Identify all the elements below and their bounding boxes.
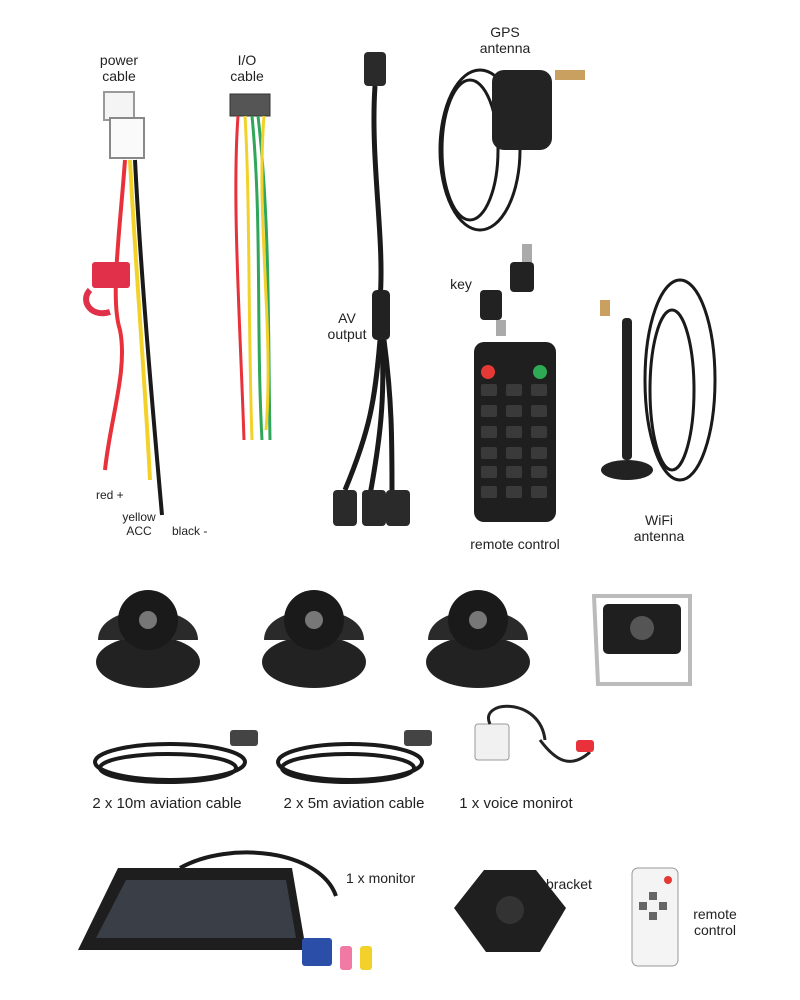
bracket-label: bracket (546, 876, 592, 892)
wifi-antenna-label: WiFi antenna (624, 512, 694, 544)
small-remote-label-line1: remote (693, 906, 737, 922)
gps-antenna-label: GPS antenna (475, 24, 535, 56)
black-wire-label: black - (172, 524, 208, 538)
remote-control-image (474, 342, 556, 522)
key-image (480, 244, 534, 336)
power-cable-label-line2: cable (102, 68, 136, 84)
aviation-cable-5m-label: 2 x 5m aviation cable (283, 795, 425, 812)
av-output-label-line2: output (327, 326, 367, 342)
io-cable-label-line2: cable (230, 68, 264, 84)
io-cable-image (229, 93, 272, 441)
small-remote-label: remote control (686, 906, 744, 938)
aviation-cable-10m-label: 2 x 10m aviation cable (92, 795, 242, 812)
dome-camera-1 (96, 590, 200, 688)
av-output-label-line1: AV (338, 310, 356, 326)
key-label: key (450, 276, 472, 292)
monitor-image (78, 850, 372, 970)
aviation-cable-10m-image (93, 730, 258, 784)
bracket-image (454, 870, 566, 952)
gps-antenna-label-line1: GPS (490, 24, 520, 40)
io-cable-label-line1: I/O (237, 52, 257, 68)
gps-antenna-label-line2: antenna (479, 40, 531, 56)
yellow-wire-label-line2: ACC (126, 524, 152, 538)
voice-monitor-image (474, 704, 594, 763)
yellow-wire-label: yellow ACC (112, 510, 166, 538)
wifi-antenna-label-line2: antenna (633, 528, 685, 544)
remote-control-label: remote control (470, 536, 560, 552)
rear-camera-image (591, 594, 692, 686)
wifi-antenna-image (600, 278, 717, 482)
yellow-wire-label-line1: yellow (122, 510, 156, 524)
small-remote-label-line2: control (693, 922, 737, 938)
power-cable-image (83, 91, 164, 516)
dome-camera-2 (262, 590, 366, 688)
power-cable-label: power cable (94, 52, 144, 84)
monitor-label: 1 x monitor (346, 870, 416, 886)
small-remote-image (631, 867, 679, 967)
voice-monitor-label: 1 x voice monirot (459, 795, 573, 812)
power-cable-label-line1: power (99, 52, 139, 68)
gps-antenna-image (438, 68, 585, 232)
dome-camera-3 (426, 590, 530, 688)
wifi-antenna-label-line1: WiFi (645, 512, 673, 528)
aviation-cable-5m-image (276, 730, 432, 784)
red-wire-label: red + (96, 488, 124, 502)
av-output-cable-image (333, 52, 410, 526)
av-output-label: AV output (322, 310, 372, 342)
io-cable-label: I/O cable (224, 52, 270, 84)
